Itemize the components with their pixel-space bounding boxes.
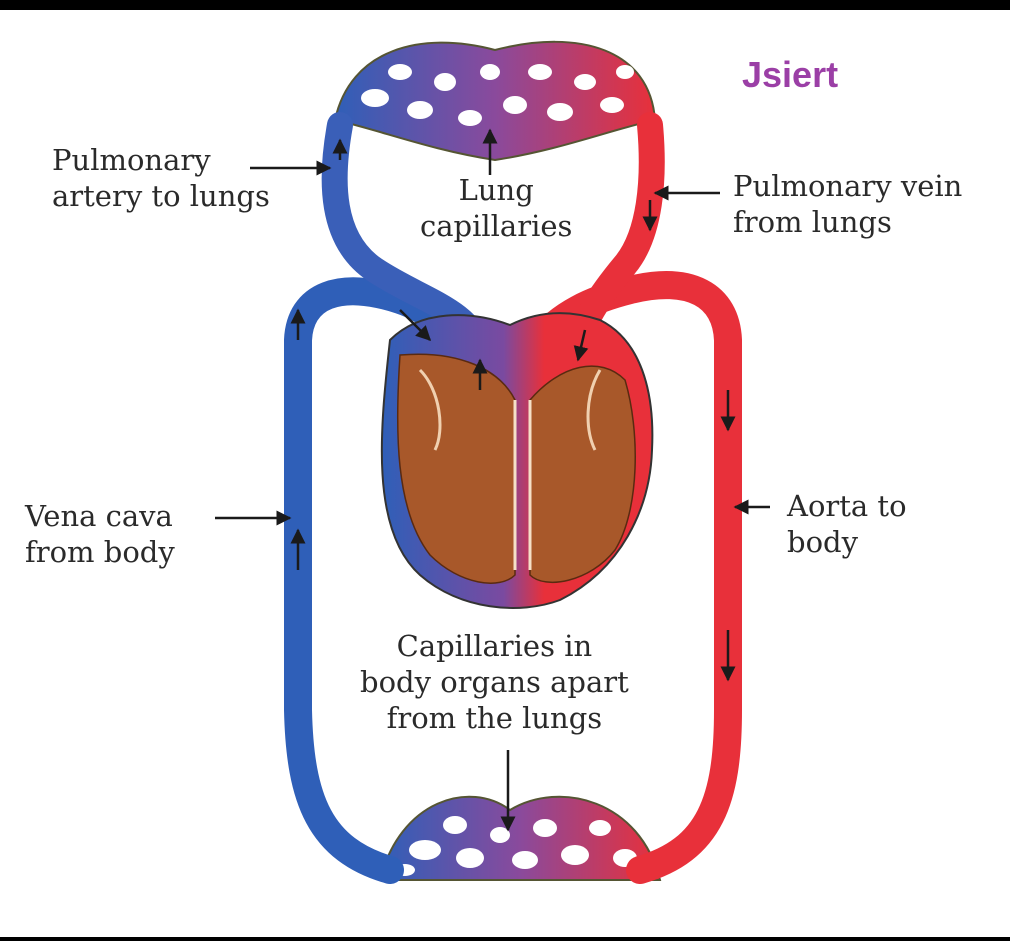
flow-arrows xyxy=(290,138,736,682)
label-body-capillaries: Capillaries in body organs apart from th… xyxy=(360,629,629,735)
label-lung-capillaries: Lung capillaries xyxy=(420,173,573,243)
arrow-icon xyxy=(573,329,589,362)
diagram-frame: Jsiert Pulmonary artery to lungs Lung ca… xyxy=(0,10,1010,937)
circulation-diagram xyxy=(215,40,770,884)
arrow-icon xyxy=(399,309,432,342)
label-aorta: Aorta to body xyxy=(787,489,907,559)
lung-capillary-bed xyxy=(333,40,657,162)
brand-watermark: Jsiert xyxy=(742,54,839,95)
leader-lines xyxy=(215,128,770,832)
lung-capillary-holes xyxy=(361,64,634,126)
heart-chambers-right xyxy=(529,365,636,583)
label-pulmonary-artery: Pulmonary artery to lungs xyxy=(52,143,270,213)
label-pulmonary-vein: Pulmonary vein from lungs xyxy=(733,169,963,239)
label-vena-cava: Vena cava from body xyxy=(25,499,175,569)
